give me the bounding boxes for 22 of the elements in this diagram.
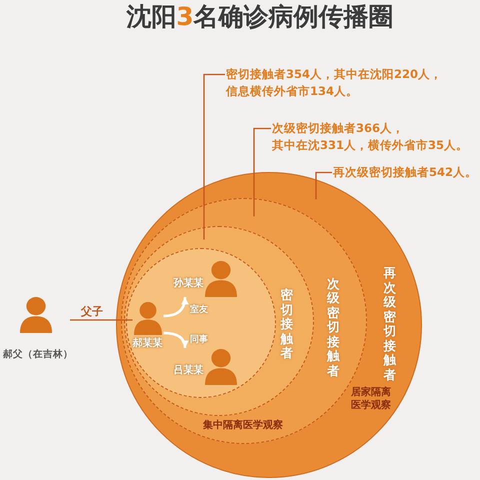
- vertical-label: 再次级密切接触者: [383, 266, 397, 382]
- person-name: 郝某某: [132, 338, 162, 350]
- leader-line: [203, 74, 225, 240]
- person-name: 吕某某: [174, 364, 204, 376]
- edge-label: 父子: [81, 304, 103, 319]
- note-text: 集中隔离医学观察: [202, 419, 284, 432]
- vertical-label: 次级密切接触者: [326, 276, 340, 378]
- callout-text: 密切接触者354人，其中在沈阳220人，信息横传外省市134人。: [226, 66, 444, 100]
- person-name: 孙某某: [174, 278, 204, 290]
- connector-line: [70, 319, 132, 321]
- person-name: 郝父（在吉林）: [3, 349, 70, 361]
- curved-arrow: [163, 332, 188, 348]
- callout-text: 次级密切接触者366人，其中在沈331人，横传外省市35人。: [272, 120, 478, 154]
- callout-text: 再次级密切接触者542人。: [333, 164, 479, 181]
- curved-arrow: [163, 296, 188, 318]
- leader-line: [253, 128, 271, 216]
- title: 沈阳3名确诊病例传播圈: [125, 1, 395, 33]
- edge-label: 室友: [190, 303, 208, 316]
- vertical-label: 密切接触者: [280, 288, 294, 360]
- edge-label: 同事: [190, 333, 208, 346]
- note-text: 居家隔离医学观察: [351, 386, 392, 412]
- leader-line: [315, 172, 332, 200]
